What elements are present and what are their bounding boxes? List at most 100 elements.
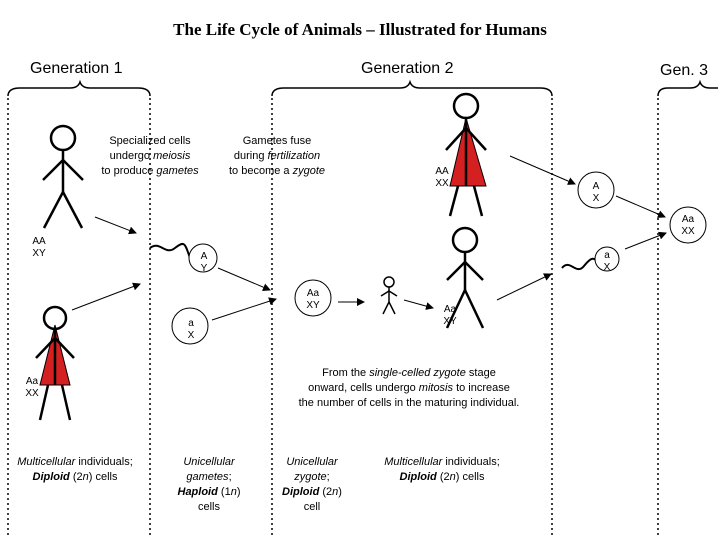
- gametes-caption-line2: gametes;: [166, 470, 252, 485]
- generation-3-brace: [657, 79, 718, 97]
- male-g1-sex: XY: [32, 248, 46, 259]
- ploidy-open-2: (2: [436, 471, 450, 483]
- fertilization-note-line2: during fertilization: [214, 149, 340, 164]
- meiosis-note-line3: to produce gametes: [88, 164, 212, 179]
- egg-g1: [171, 307, 209, 345]
- egg-g1-sex: X: [187, 330, 195, 341]
- mitosis-note: From the single-celled zygote stage onwa…: [284, 366, 534, 411]
- haploid-n: n: [230, 486, 237, 498]
- fertilization-note-line3-text: to become a: [228, 165, 293, 177]
- fertilization-note-line3: to become a zygote: [214, 164, 340, 179]
- sperm-g2: [561, 246, 620, 272]
- zygote-diploid-term: Diploid: [282, 486, 320, 498]
- zygote-caption-line2: zygote;: [272, 470, 352, 485]
- generation-1-label: Generation 1: [30, 60, 123, 77]
- fertilization-term: fertilization: [267, 150, 321, 162]
- multicellular-caption-1: Multicellular individuals; Diploid (2n) …: [4, 455, 146, 485]
- zygote-caption-line3: Diploid (2n): [272, 485, 352, 500]
- generation-2-label: Generation 2: [361, 60, 454, 77]
- gen3-allele: Aa: [681, 214, 695, 225]
- meiosis-note: Specialized cells undergo meiosis to pro…: [88, 134, 212, 179]
- generation-3-label: Gen. 3: [660, 62, 709, 79]
- meiosis-note-line3-text: to produce: [101, 165, 157, 177]
- male-g2-allele: Aa: [443, 304, 457, 315]
- individuals-text-2: individuals;: [442, 456, 500, 468]
- male-figure-g2: [445, 226, 485, 329]
- gametes-caption-line4: cells: [197, 501, 220, 513]
- gametes-semicolon: ;: [228, 471, 232, 483]
- mitosis-note-line2-c: to increase: [453, 382, 510, 394]
- mitosis-term: mitosis: [418, 382, 454, 394]
- zygote-ploidy-n: n: [332, 486, 339, 498]
- mitosis-note-line2-a: onward, cells undergo: [308, 382, 419, 394]
- sperm-g2-sex: X: [603, 262, 611, 273]
- gametes-term: gametes: [156, 165, 199, 177]
- cells-text-2: ) cells: [455, 471, 485, 483]
- multicellular-caption-1-line2: Diploid (2n) cells: [4, 470, 146, 485]
- mitosis-note-line2: onward, cells undergo mitosis to increas…: [284, 381, 534, 396]
- single-celled-zygote-term: single-celled zygote: [369, 367, 466, 379]
- egg-g2-sex: X: [592, 193, 600, 204]
- meiosis-term: meiosis: [153, 150, 191, 162]
- female-figure-g1: [35, 305, 75, 421]
- zygote-caption-line1: Unicellular: [272, 455, 352, 470]
- zygote-semicolon: ;: [326, 471, 330, 483]
- male-g1-allele: AA: [32, 236, 46, 247]
- unicellular-term: Unicellular: [183, 456, 235, 468]
- sperm-g2-allele: a: [604, 250, 610, 261]
- fertilization-note-line2-text: during: [233, 150, 268, 162]
- mitosis-note-line1-a: From the: [322, 367, 370, 379]
- multicellular-caption-2: Multicellular individuals; Diploid (2n) …: [368, 455, 516, 485]
- male-g2-sex: XY: [443, 316, 457, 327]
- mitosis-note-line3: the number of cells in the maturing indi…: [298, 397, 520, 409]
- multicellular-caption-2-line1: Multicellular individuals;: [368, 455, 516, 470]
- egg-g2: [577, 171, 615, 209]
- lifecycle-arrows: [71, 155, 667, 321]
- egg-g2-allele: A: [592, 181, 600, 192]
- diagram-title: The Life Cycle of Animals – Illustrated …: [173, 20, 547, 39]
- ploidy-n-2: n: [449, 471, 456, 483]
- gametes-caption-line3: Haploid (1n): [166, 485, 252, 500]
- sperm-g1-allele: A: [200, 251, 208, 262]
- mitosis-note-line1: From the single-celled zygote stage: [284, 366, 534, 381]
- meiosis-note-line1: Specialized cells: [109, 135, 191, 147]
- generation-1-brace: [7, 79, 151, 97]
- male-figure-g1: [42, 124, 84, 229]
- female-g2-allele: AA: [435, 166, 449, 177]
- multicellular-caption-1-line1: Multicellular individuals;: [4, 455, 146, 470]
- diploid-term-2: Diploid: [399, 471, 437, 483]
- haploid-close: ): [236, 486, 241, 498]
- haploid-open: (1: [217, 486, 231, 498]
- zygote-ploidy-open: (2: [319, 486, 333, 498]
- baby-figure: [380, 276, 398, 315]
- female-g1-sex: XX: [25, 388, 39, 399]
- cells-text: ) cells: [88, 471, 118, 483]
- ploidy-open: (2: [69, 471, 83, 483]
- gametes-caption-term: gametes: [186, 471, 229, 483]
- zygote-ploidy-close: ): [338, 486, 342, 498]
- gametes-caption: Unicellular gametes; Haploid (1n) cells: [166, 455, 252, 515]
- fertilization-note-line1: Gametes fuse: [242, 135, 312, 147]
- zygote-caption-term: zygote: [294, 471, 327, 483]
- generation-2-brace: [271, 79, 553, 97]
- zygote-caption-line4: cell: [303, 501, 321, 513]
- gen3-sex: XX: [681, 226, 695, 237]
- meiosis-note-line2-text: undergo: [109, 150, 154, 162]
- zygote-term: zygote: [292, 165, 325, 177]
- multicellular-term-2: Multicellular: [384, 456, 443, 468]
- female-g2-sex: XX: [435, 178, 449, 189]
- zygote-sex: XY: [306, 300, 320, 311]
- individuals-text: individuals;: [75, 456, 133, 468]
